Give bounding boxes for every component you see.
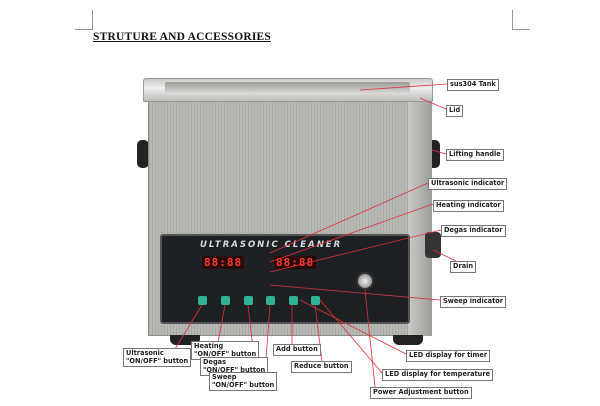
sweep-button[interactable] — [266, 296, 275, 305]
tank-lid — [165, 82, 410, 94]
led-display-timer: 88:88 — [202, 256, 245, 269]
label-lid: Lid — [446, 105, 464, 117]
label-add-button: Add button — [273, 344, 321, 356]
label-reduce-button: Reduce button — [291, 361, 352, 373]
heating-button[interactable] — [221, 296, 230, 305]
label-power-adjustment: Power Adjustment button — [370, 387, 472, 399]
label-degas-indicator: Degas indicator — [441, 225, 506, 237]
led-display-temperature: 88:88 — [274, 256, 317, 269]
label-sweep-indicator: Sweep indicator — [440, 296, 507, 308]
degas-button[interactable] — [244, 296, 253, 305]
lifting-handle — [137, 140, 149, 168]
label-lifting-handle: Lifting handle — [446, 149, 504, 161]
label-led-timer: LED display for timer — [406, 350, 491, 362]
label-ultrasonic-indicator: Ultrasonic indicator — [428, 178, 508, 190]
power-knob[interactable] — [356, 272, 374, 290]
foot — [393, 335, 423, 345]
corner-mark — [512, 29, 530, 30]
brand-text: ULTRASONIC CLEANER — [200, 240, 343, 250]
label-heating-button: Heating "ON/OFF" button — [191, 341, 260, 360]
reduce-button[interactable] — [311, 296, 320, 305]
foot — [170, 335, 200, 345]
label-ultrasonic-button: Ultrasonic "ON/OFF" button — [123, 348, 192, 367]
label-sweep-button: Sweep "ON/OFF" button — [209, 372, 278, 391]
label-sus304-tank: sus304 Tank — [447, 79, 499, 91]
corner-mark — [75, 29, 93, 30]
corner-mark — [512, 10, 513, 30]
label-heating-indicator: Heating indicator — [433, 200, 504, 212]
corner-mark — [92, 10, 93, 30]
label-led-temperature: LED display for temperature — [382, 369, 494, 381]
add-button[interactable] — [289, 296, 298, 305]
ultrasonic-button[interactable] — [198, 296, 207, 305]
device-side — [408, 100, 432, 336]
section-title: STRUTURE AND ACCESSORIES — [93, 31, 271, 43]
label-drain: Drain — [450, 261, 477, 273]
